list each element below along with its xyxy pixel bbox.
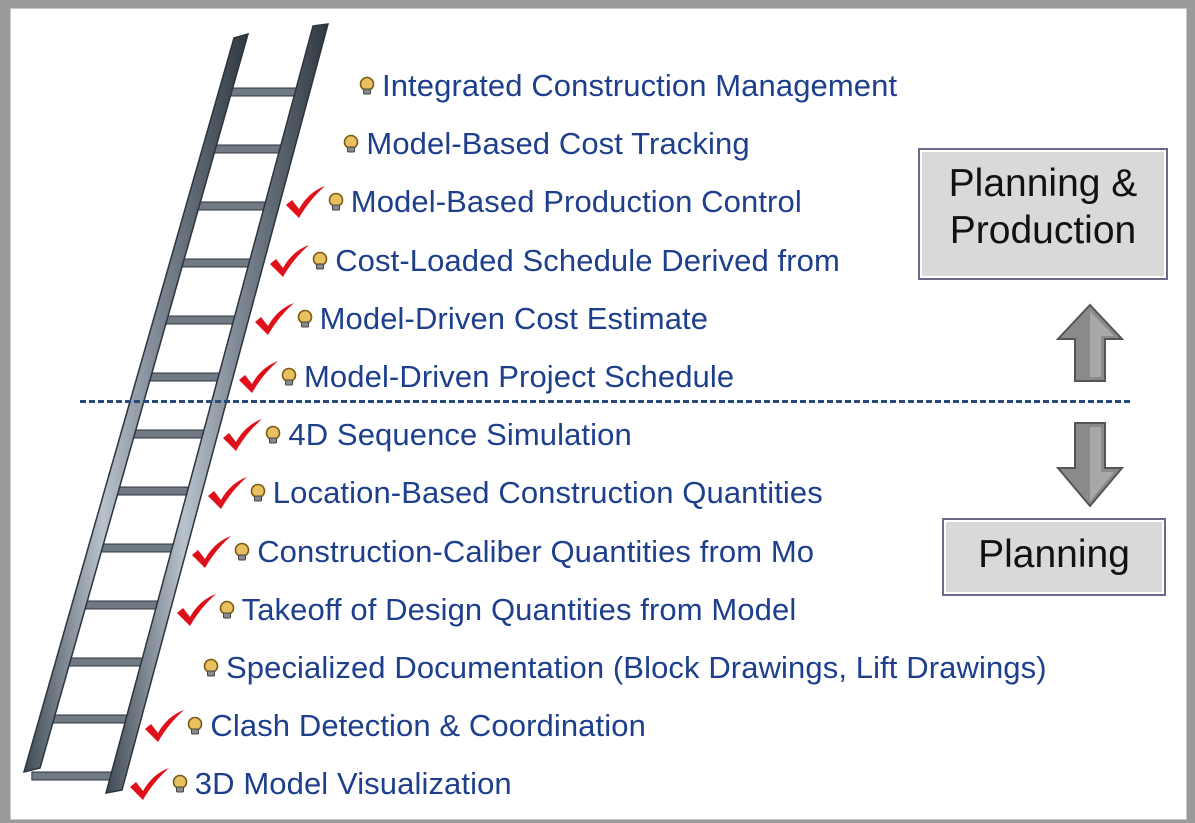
planning-box: Planning xyxy=(942,518,1166,596)
checkmark-icon xyxy=(223,419,263,452)
ladder-step-label: 3D Model Visualization xyxy=(194,766,512,802)
ladder-step: Takeoff of Design Quantities from Model xyxy=(174,590,797,630)
ladder-step: Model-Driven Project Schedule xyxy=(236,357,734,397)
ladder-step-label: Construction-Caliber Quantities from Mo xyxy=(257,533,815,569)
stage-label-upper-line1: Planning & xyxy=(948,162,1138,205)
ladder-rung xyxy=(144,372,228,382)
checkmark-icon xyxy=(254,302,294,335)
ladder-step: Model-Based Production Control xyxy=(283,182,802,222)
stage-label-upper-line2: Production xyxy=(949,209,1137,252)
checkmark-icon xyxy=(270,244,310,277)
down-arrow-icon xyxy=(1055,422,1125,508)
up-arrow-icon xyxy=(1055,303,1125,382)
ladder-rung xyxy=(225,87,305,97)
lightbulb-icon xyxy=(281,367,297,386)
ladder-rung xyxy=(160,315,244,325)
stage-arrows xyxy=(1055,303,1125,508)
stage-divider xyxy=(80,400,1130,403)
checkmark-icon xyxy=(285,186,325,219)
ladder-step-label: Model-Driven Cost Estimate xyxy=(319,300,709,336)
lightbulb-icon xyxy=(219,600,234,619)
ladder-rung xyxy=(79,600,167,610)
lightbulb-icon xyxy=(297,309,312,328)
lightbulb-icon xyxy=(312,251,328,270)
lightbulb-icon xyxy=(328,193,344,211)
ladder-step-label: 4D Sequence Simulation xyxy=(288,417,632,453)
ladder-rung xyxy=(112,486,198,496)
ladder-step-label: Specialized Documentation (Block Drawing… xyxy=(226,650,1047,685)
ladder-step: Cost-Loaded Schedule Derived from xyxy=(267,241,840,281)
ladder-step: Integrated Construction Management xyxy=(314,66,897,106)
ladder-rung xyxy=(31,771,121,781)
ladder-rung xyxy=(63,657,152,667)
lightbulb-icon xyxy=(172,775,188,793)
planning-production-box: Planning & Production xyxy=(918,148,1168,280)
ladder-step-label: Model-Driven Project Schedule xyxy=(304,359,735,394)
ladder-step-label: Cost-Loaded Schedule Derived from xyxy=(335,242,840,278)
lightbulb-icon xyxy=(188,716,203,735)
checkmark-icon xyxy=(192,535,232,568)
ladder-left-rail xyxy=(22,32,250,774)
ladder-step: Model-Based Cost Tracking xyxy=(298,124,750,164)
lightbulb-icon xyxy=(234,542,250,561)
checkmark-icon xyxy=(239,361,278,393)
ladder-step-label: Takeoff of Design Quantities from Model xyxy=(241,591,797,627)
ladder-rung xyxy=(96,543,182,553)
lightbulb-icon xyxy=(266,425,281,444)
checkmark-icon xyxy=(129,768,169,801)
ladder-rung xyxy=(209,144,290,154)
ladder-step: Location-Based Construction Quantities xyxy=(205,473,823,513)
ladder-rung xyxy=(47,714,136,724)
ladder-right-rail xyxy=(104,23,330,794)
ladder-step-label: Integrated Construction Management xyxy=(382,68,898,103)
ladder-step: Clash Detection & Coordination xyxy=(142,706,646,746)
ladder-illustration xyxy=(22,23,330,794)
lightbulb-icon xyxy=(250,484,266,502)
ladder-step-label: Location-Based Construction Quantities xyxy=(272,475,823,511)
ladder-step: Specialized Documentation (Block Drawing… xyxy=(158,648,1047,688)
ladder-step-label: Model-Based Cost Tracking xyxy=(366,126,750,162)
ladder-step: Model-Driven Cost Estimate xyxy=(252,299,709,339)
lightbulb-icon xyxy=(359,76,375,95)
ladder-rung xyxy=(193,201,274,211)
ladder-rung xyxy=(177,258,259,268)
ladder-step: Construction-Caliber Quantities from Mo xyxy=(189,532,814,572)
ladder-step-label: Model-Based Production Control xyxy=(350,184,802,220)
ladder-step-label: Clash Detection & Coordination xyxy=(210,708,646,744)
ladder-rung xyxy=(128,429,213,439)
lightbulb-icon xyxy=(344,134,359,153)
ladder-step: 3D Model Visualization xyxy=(127,764,512,804)
ladder-step: 4D Sequence Simulation xyxy=(220,415,632,455)
lightbulb-icon xyxy=(203,658,219,677)
checkmark-icon xyxy=(145,710,185,743)
checkmark-icon xyxy=(207,477,247,510)
checkmark-icon xyxy=(176,593,216,626)
